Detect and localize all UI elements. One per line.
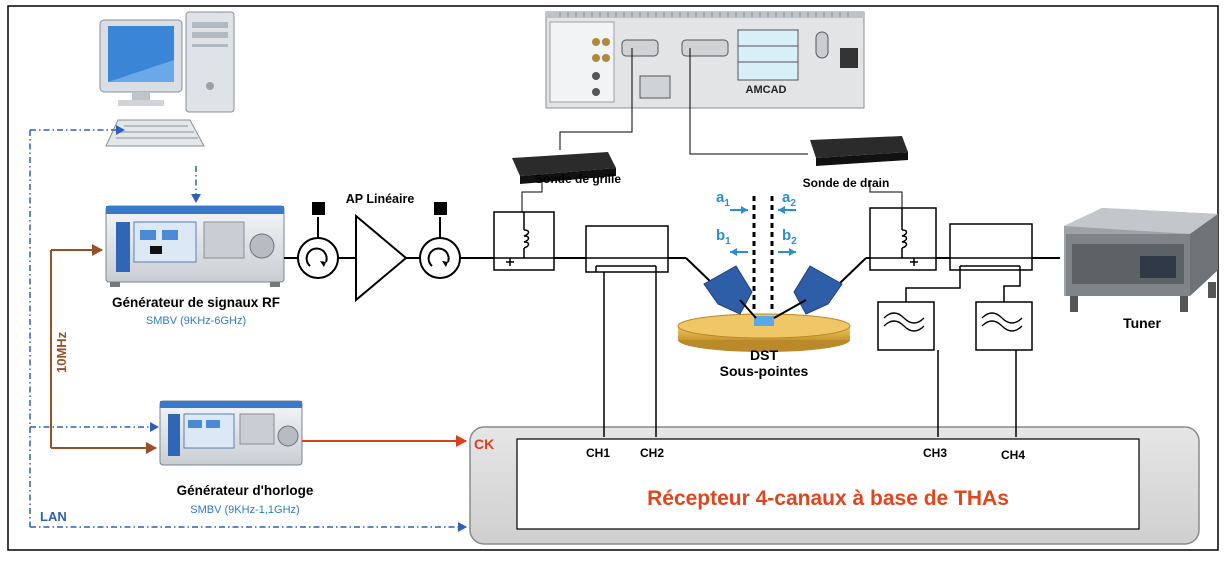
isolator-2	[419, 202, 461, 279]
receiver-inner-box	[516, 438, 1140, 530]
clock-generator-title: Générateur d'horloge	[177, 483, 314, 498]
tuner-label: Tuner	[1123, 315, 1161, 331]
amplifier-label: AP Linéaire	[346, 192, 415, 206]
rf-generator-model: SMBV (9KHz-6GHz)	[146, 315, 246, 327]
ch3-ch4-feed	[905, 272, 1021, 437]
probe-tip-right	[773, 265, 843, 319]
channel-label-ch1: CH1	[586, 446, 610, 460]
channel-label-ch4: CH4	[1001, 448, 1025, 462]
gate-probe-box	[512, 152, 616, 184]
wave-label-a2: a2	[782, 189, 796, 209]
computer	[99, 11, 235, 147]
receiver-title: Récepteur 4-canaux à base de THAs	[647, 487, 1009, 510]
clock-input-label: CK	[474, 436, 494, 452]
outer-frame	[7, 5, 1219, 551]
linear-amplifier	[355, 213, 408, 303]
reference-planes	[752, 196, 774, 312]
on-wafer-label: Sous-pointes	[720, 363, 809, 379]
bias-tee-drain	[869, 207, 937, 271]
amcad-logo: AMCAD	[746, 84, 787, 96]
rf-signal-generator	[105, 205, 285, 287]
wave-label-b1: b1	[716, 227, 731, 247]
lan-label: LAN	[40, 509, 67, 524]
probe-tip-left	[703, 265, 757, 319]
dut-chip	[754, 316, 774, 326]
clock-generator-model: SMBV (9KHz-1,1GHz)	[190, 504, 299, 516]
reference-10mhz-label: 10MHz	[54, 331, 69, 373]
isolator-1	[297, 202, 339, 279]
coupler-output	[949, 223, 1033, 272]
rf-generator-title: Générateur de signaux RF	[112, 295, 280, 310]
filter-ch3	[877, 301, 935, 351]
gate-probe-label: Sonde de grille	[535, 172, 621, 186]
drain-probe-box	[810, 136, 908, 166]
wave-label-a1: a1	[716, 189, 730, 209]
channel-label-ch2: CH2	[640, 446, 664, 460]
reference-10mhz-link	[50, 244, 157, 454]
bias-tee-gate	[493, 211, 555, 271]
drain-probe-label: Sonde de drain	[803, 176, 890, 190]
wave-label-b2: b2	[782, 227, 797, 247]
filter-ch4	[975, 301, 1033, 351]
coupler-input	[585, 225, 669, 273]
ch1-ch2-feed	[603, 272, 657, 437]
lan-links	[29, 125, 467, 532]
tuner	[1064, 208, 1218, 312]
dst-label: DST	[750, 347, 778, 363]
amcad-bias-rack	[545, 11, 865, 109]
clock-generator	[159, 400, 303, 466]
rf-chain-wiring	[284, 257, 1060, 284]
wave-arrows	[730, 206, 796, 256]
channel-label-ch3: CH3	[923, 446, 947, 460]
probe-cables	[521, 48, 903, 212]
